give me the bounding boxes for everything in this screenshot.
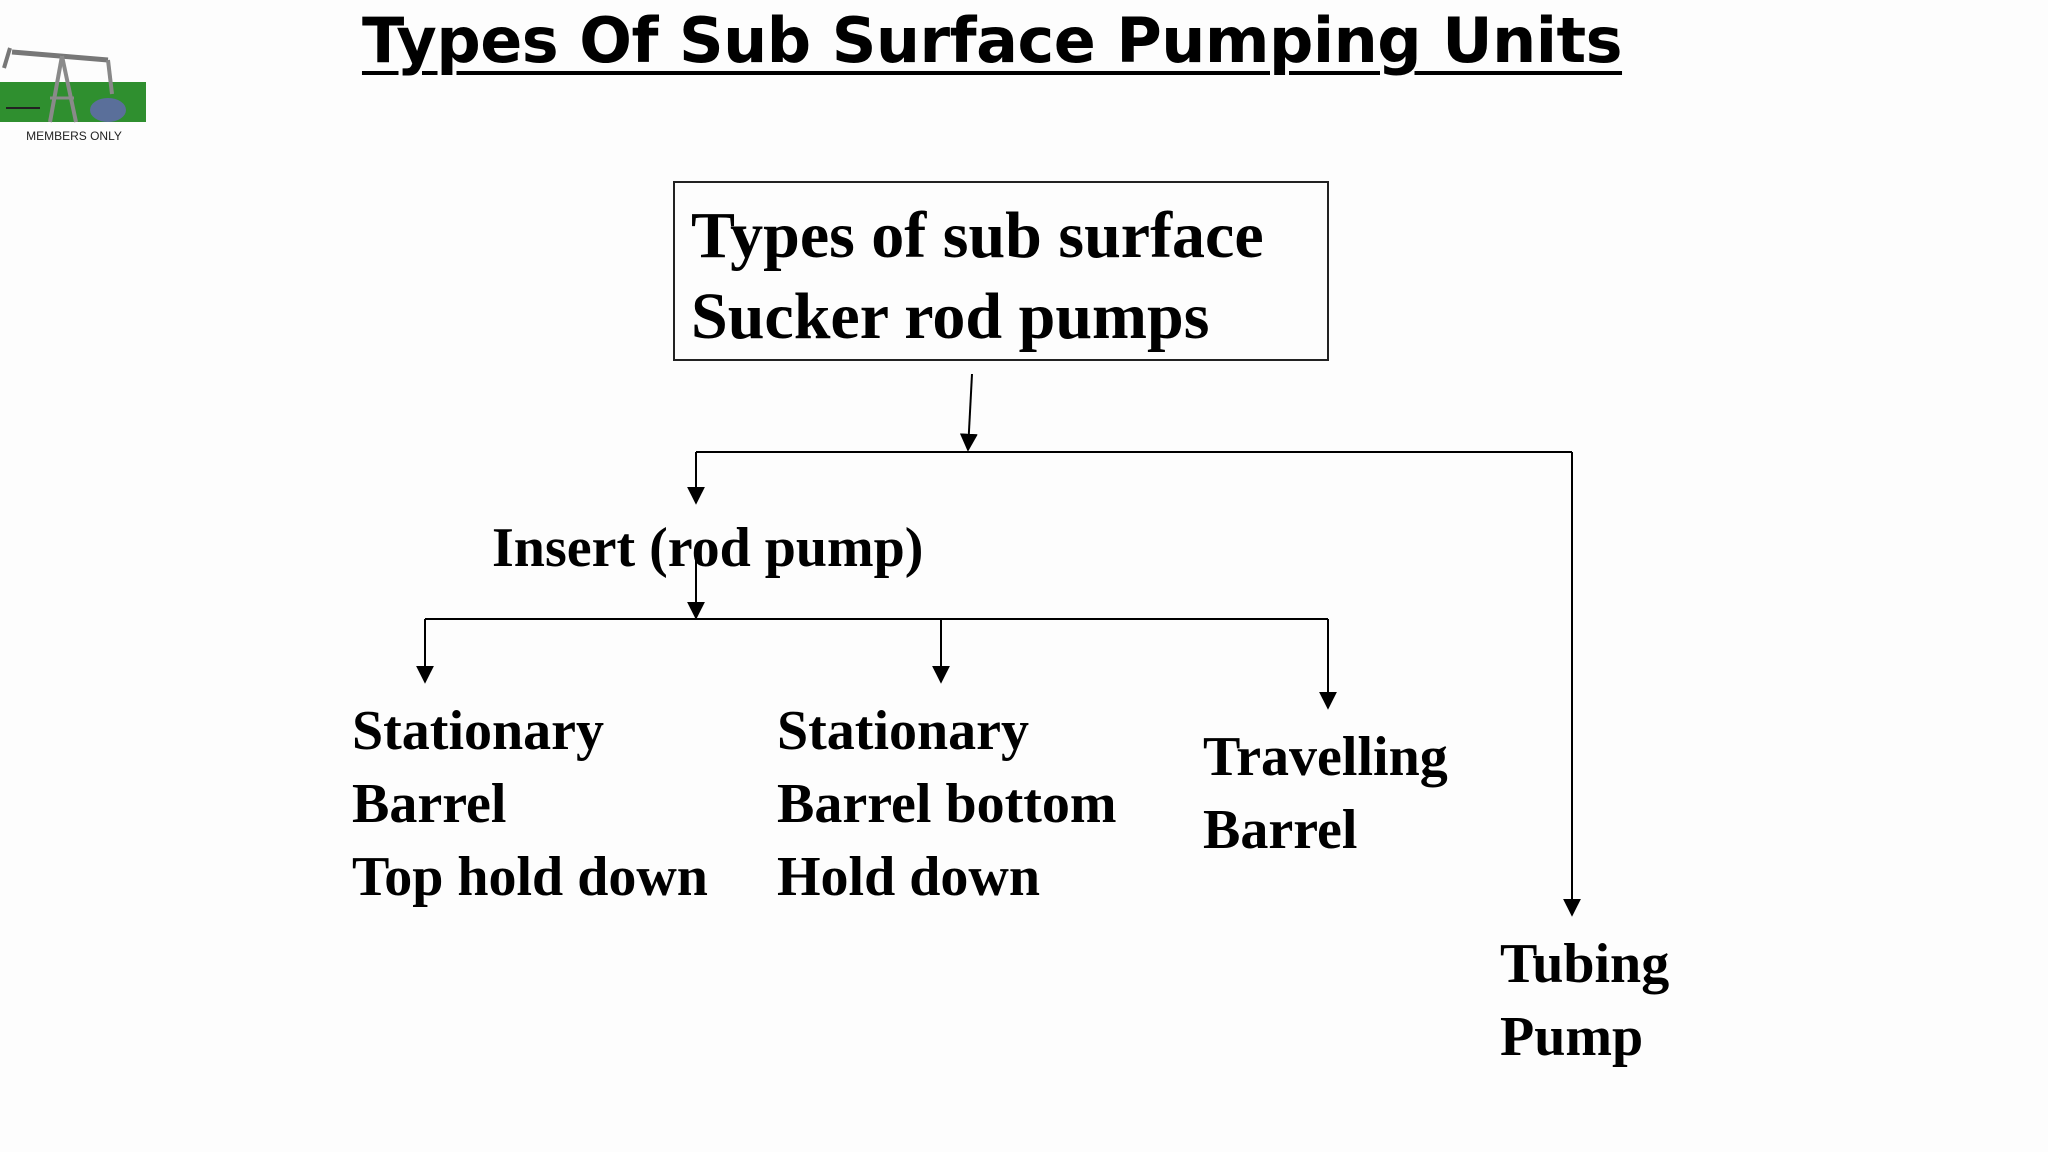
travelling-line-1: Travelling [1203,726,1448,788]
stationary-bottom-line-1: Stationary [777,700,1029,762]
root-node-box: Types of sub surface Sucker rod pumps [673,181,1329,361]
root-node-line-2: Sucker rod pumps [691,280,1210,353]
pumpjack-logo [0,47,146,123]
stationary-top-line-1: Stationary [352,700,604,762]
root-node-line-1: Types of sub surface [691,199,1264,272]
travelling-line-2: Barrel [1203,799,1358,861]
stationary-top-line-2: Barrel [352,773,507,835]
stationary-top-line-3: Top hold down [352,846,708,908]
tubing-line-1: Tubing [1500,933,1670,995]
slide-title: Types Of Sub Surface Pumping Units [361,4,1623,77]
stationary-bottom-line-2: Barrel bottom [777,773,1117,835]
stationary-bottom-line-3: Hold down [777,846,1040,908]
arrow-root-to-bus [959,373,978,452]
tubing-line-2: Pump [1500,1006,1644,1068]
insert-node-label: Insert (rod pump) [492,517,924,579]
logo-caption: MEMBERS ONLY [26,129,122,143]
